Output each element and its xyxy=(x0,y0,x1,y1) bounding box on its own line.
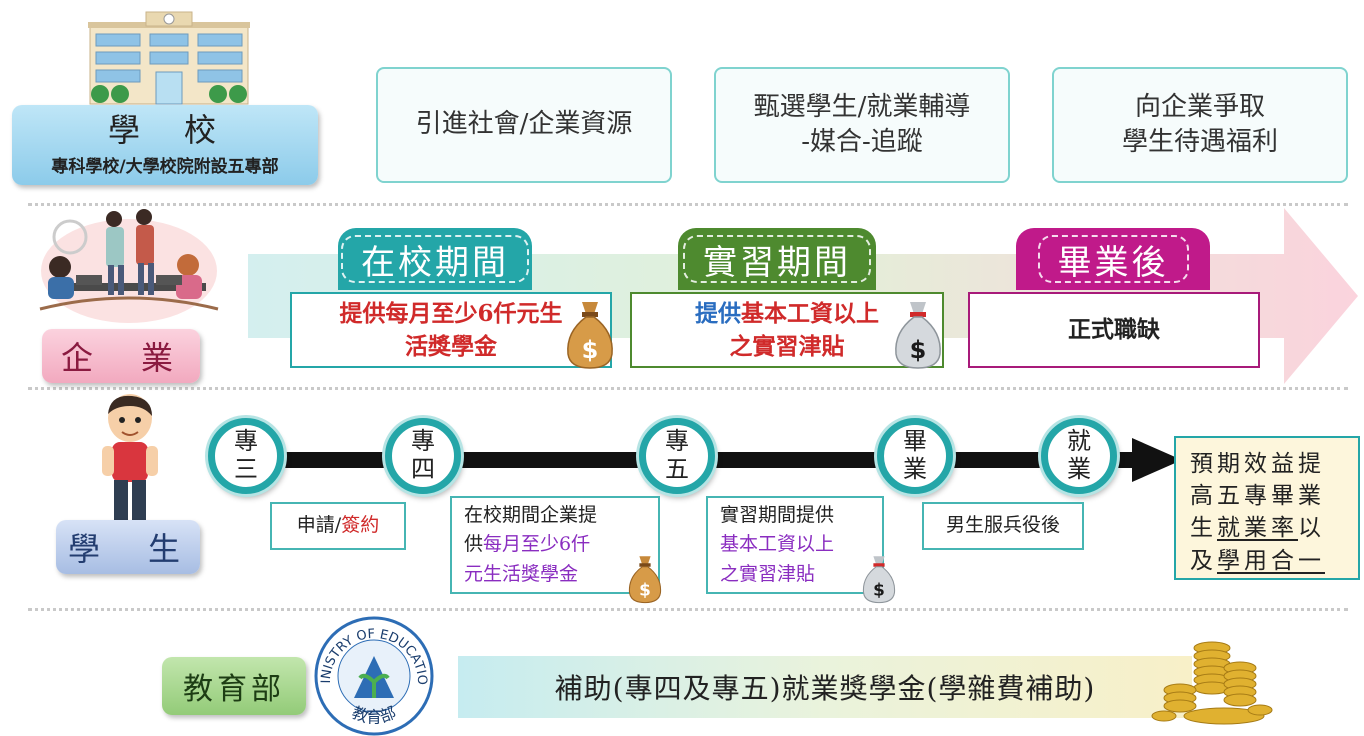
phase-tab-graduation-label: 畢業後 xyxy=(1037,235,1189,283)
note-school-period: 在校期間企業提 供每月至少6仟 元生活獎學金 xyxy=(450,496,660,594)
boy-student-icon xyxy=(102,394,158,532)
phase-tab-intern-label: 實習期間 xyxy=(683,235,871,283)
note-intern-period: 實習期間提供 基本工資以上 之實習津貼 xyxy=(706,496,884,594)
svg-text:教育部: 教育部 xyxy=(349,703,398,727)
moe-logo-cn: 教育部 xyxy=(349,703,398,727)
note-intern-text: 實習期間提供 xyxy=(720,503,835,526)
svg-text:$: $ xyxy=(873,580,885,600)
note-apply-sign: 簽約 xyxy=(341,514,380,537)
benefit-box: 預期效益提 高五專畢業 生就業率以 及學用合一 xyxy=(1174,436,1360,580)
divider-school xyxy=(28,203,1348,206)
phase-body-graduation: 正式職缺 xyxy=(968,292,1260,368)
timeline-node-year5: 專 五 xyxy=(639,418,715,494)
moe-tag: 教育部 xyxy=(162,657,306,715)
benefit-text: 預期效益提 高五專畢業 生 xyxy=(1190,451,1325,542)
svg-text:$: $ xyxy=(639,580,651,600)
phase-intern-detail: 基本工資以上 之實習津貼 xyxy=(729,299,880,360)
note-intern-wage: 基本工資以上 xyxy=(720,533,835,556)
school-title: 學 校 xyxy=(107,110,222,149)
timeline-node-year3: 專 三 xyxy=(208,418,284,494)
note-school-text: 在校期間企業提 供 xyxy=(464,503,598,556)
money-bag-icon: $ xyxy=(895,302,941,369)
benefit-study-use: 學用合一 xyxy=(1217,547,1325,574)
school-box-resources: 引進社會/企業資源 xyxy=(376,67,672,183)
divider-student xyxy=(28,608,1348,611)
money-bag-icon: $ xyxy=(862,556,896,604)
money-bag-icon: $ xyxy=(628,556,662,604)
moe-logo-icon: MINISTRY OF EDUCATION 教育部 xyxy=(314,616,434,736)
svg-text:$: $ xyxy=(582,336,599,364)
school-box-welfare: 向企業爭取 學生待遇福利 xyxy=(1052,67,1348,183)
money-bag-icon: $ xyxy=(567,302,613,369)
phase-body-school: 提供每月至少6仟元生 活獎學金 xyxy=(290,292,612,368)
enterprise-tag: 企 業 xyxy=(42,329,200,383)
phase-tab-school: 在校期間 xyxy=(338,228,532,290)
note-school-scholarship: 每月至少6仟 元生活獎學金 xyxy=(464,533,591,585)
phase-body-intern: 提供基本工資以上 之實習津貼 xyxy=(630,292,944,368)
timeline-node-employment: 就 業 xyxy=(1041,418,1117,494)
benefit-text-2: 以 及 xyxy=(1190,515,1325,574)
student-tag: 學 生 xyxy=(56,520,200,574)
phase-tab-intern: 實習期間 xyxy=(678,228,876,290)
school-tag: 學 校 專科學校/大學校院附設五專部 xyxy=(12,105,318,185)
phase-school-detail: 每月至少6仟元生 活獎學金 xyxy=(385,299,563,360)
note-apply: 申請/簽約 xyxy=(270,502,406,550)
phase-intern-provide: 提供 xyxy=(695,299,741,327)
note-intern-allowance: 之實習津貼 xyxy=(720,562,816,585)
phase-tab-graduation: 畢業後 xyxy=(1016,228,1210,290)
phase-tab-school-label: 在校期間 xyxy=(341,235,529,283)
note-apply-text: 申請/ xyxy=(296,514,342,537)
timeline-node-graduate: 畢 業 xyxy=(877,418,953,494)
phase-school-provide: 提供 xyxy=(339,299,386,327)
school-box-guidance: 甄選學生/就業輔導 -媒合-追蹤 xyxy=(714,67,1010,183)
moe-banner: 補助(專四及專五)就業獎學金(學雜費補助) xyxy=(458,656,1192,718)
benefit-employment-rate: 就業率 xyxy=(1217,515,1298,542)
gold-coins-icon xyxy=(1151,641,1273,725)
school-subtitle: 專科學校/大學校院附設五專部 xyxy=(51,157,279,178)
office-meeting-icon xyxy=(39,209,219,323)
note-military: 男生服兵役後 xyxy=(922,502,1084,550)
divider-enterprise xyxy=(28,387,1348,390)
school-building-icon xyxy=(88,11,250,105)
timeline-node-year4: 專 四 xyxy=(385,418,461,494)
svg-text:$: $ xyxy=(910,336,927,364)
